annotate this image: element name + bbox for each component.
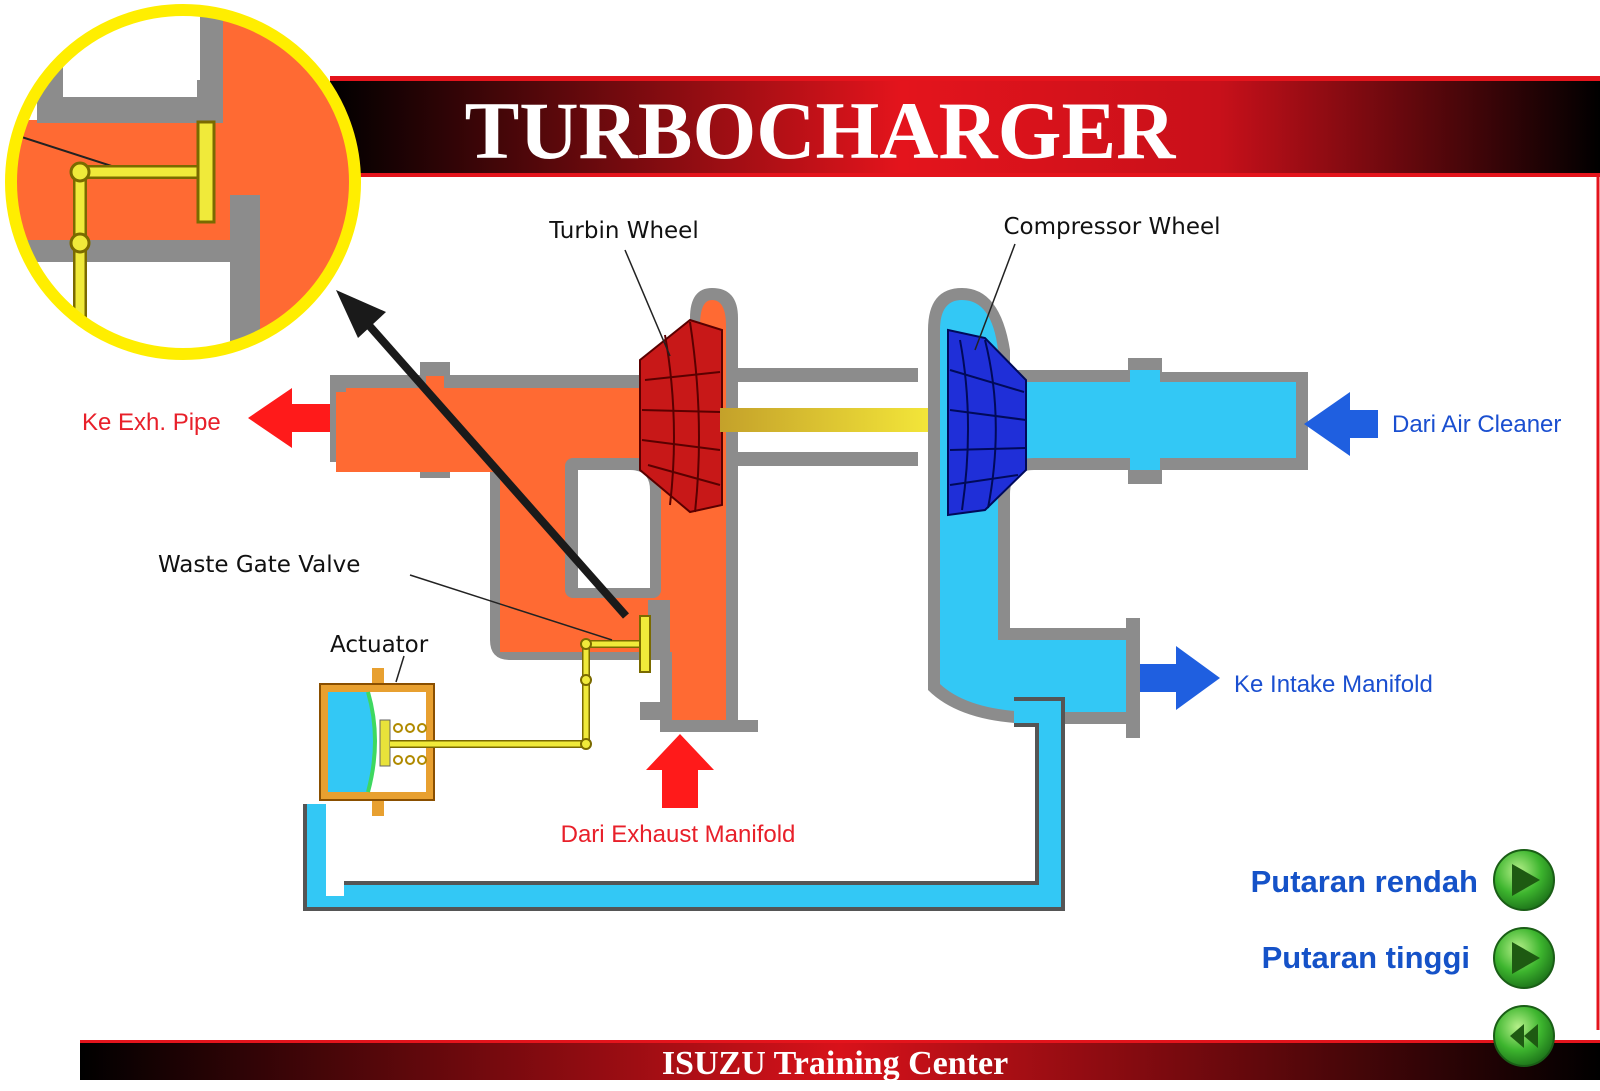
putaran-rendah-button[interactable]: Putaran rendah: [1251, 849, 1555, 911]
label-compressor-wheel: Compressor Wheel: [1003, 214, 1220, 240]
actuator-leader: [395, 655, 405, 683]
zoom-callout-arrowhead: [336, 290, 386, 338]
header-bottom-line: [330, 173, 1600, 177]
turbine-wheel: [639, 318, 723, 514]
turbine-housing-cavity: [578, 470, 650, 588]
label-ke-intake-manifold: Ke Intake Manifold: [1234, 671, 1433, 698]
play-glyph: [1512, 942, 1540, 974]
arrow-from-air-cleaner: [1304, 392, 1378, 456]
compressor-wheel-leader: [974, 243, 1016, 351]
label-dari-exhaust-manifold: Dari Exhaust Manifold: [561, 821, 796, 848]
label-turbin-wheel: Turbin Wheel: [548, 218, 698, 244]
compressor-wheel: [947, 328, 1027, 517]
waste-gate-leader: [409, 574, 613, 641]
rewind-button[interactable]: [1493, 1005, 1555, 1067]
arrow-from-exhaust-manifold: [646, 734, 714, 808]
putaran-rendah-label: Putaran rendah: [1251, 864, 1478, 899]
bearing-housing: [720, 368, 942, 466]
footer-top-line: [80, 1040, 1600, 1043]
label-dari-air-cleaner: Dari Air Cleaner: [1392, 411, 1561, 438]
putaran-tinggi-button[interactable]: Putaran tinggi: [1262, 927, 1555, 989]
play-glyph: [1512, 864, 1540, 896]
footer-band: [80, 1040, 1600, 1080]
footer-title: ISUZU Training Center: [662, 1045, 1008, 1082]
arrow-to-exh-pipe: [248, 388, 330, 448]
waste-gate-valve: [639, 615, 651, 673]
arrow-to-intake-manifold: [1140, 646, 1220, 710]
page-title: TURBOCHARGER: [465, 85, 1177, 176]
header-top-line: [330, 76, 1600, 81]
boost-pressure-line: [303, 697, 1065, 911]
intake-passage: [940, 300, 1296, 712]
header-band: [330, 76, 1600, 176]
label-waste-gate-valve: Waste Gate Valve: [158, 552, 360, 578]
zoom-circle: [5, 4, 361, 360]
putaran-tinggi-label: Putaran tinggi: [1262, 940, 1470, 975]
label-ke-exh-pipe: Ke Exh. Pipe: [82, 409, 221, 436]
waste-gate-rod: [390, 615, 651, 750]
turbo-shaft: [720, 408, 942, 432]
label-actuator: Actuator: [330, 632, 429, 658]
zoom-callout-arrow: [363, 319, 629, 619]
rewind-glyph: [1510, 1024, 1538, 1048]
turbin-wheel-leader: [624, 249, 671, 357]
